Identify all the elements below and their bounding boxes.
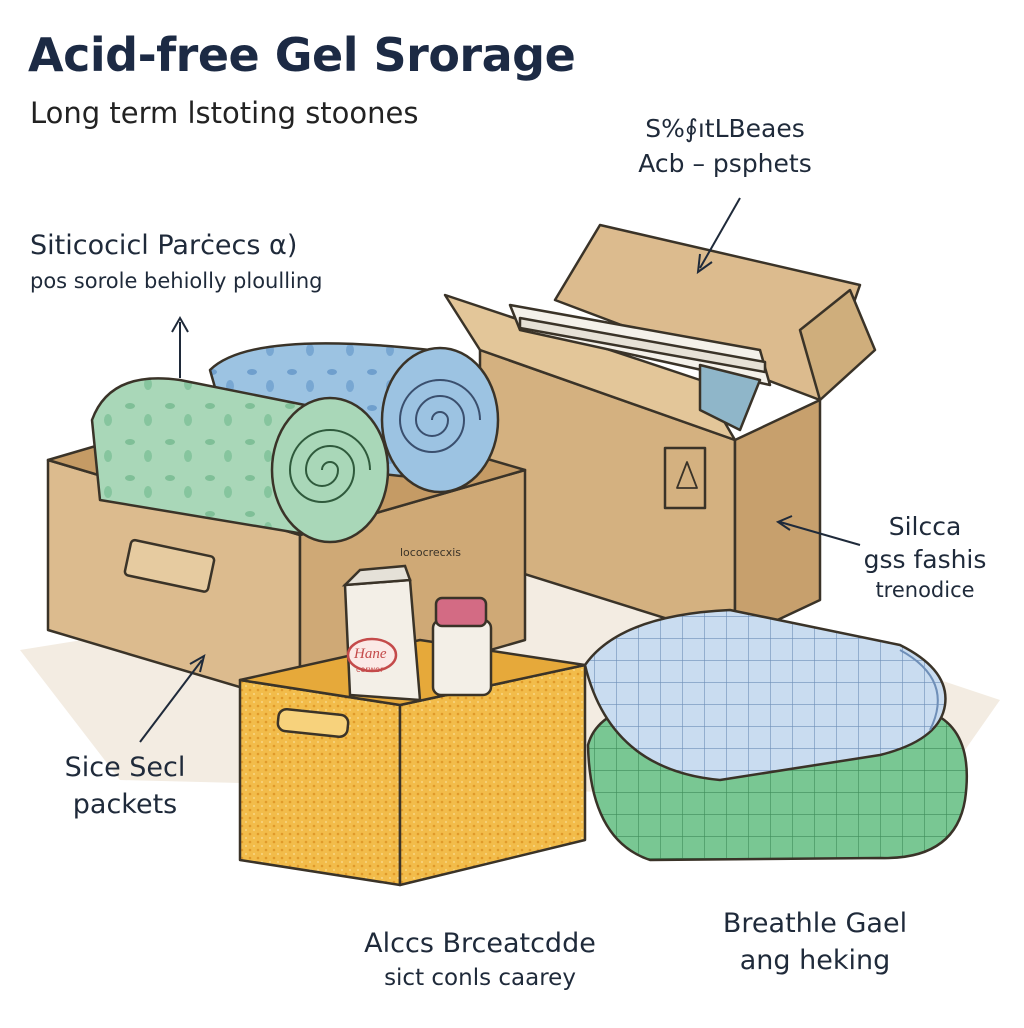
box-side-text: lococrecxis (400, 546, 461, 559)
callout-left-line2: pos sorole behiolly ploulling (30, 269, 323, 293)
canister-label: Hane (353, 646, 387, 662)
callout-left: Siticocicl Parċecs ⍺) pos sorole behioll… (30, 230, 323, 293)
callout-bottom-left: Sice Secl packets (50, 752, 200, 820)
callout-right-line1: Silcca (888, 512, 962, 541)
canister-sublabel: cerwer (356, 665, 384, 674)
callout-arrows (139, 197, 861, 743)
arrow-top-right (699, 197, 741, 269)
callout-bottom-left-line2: packets (72, 789, 178, 820)
folded-blankets (583, 608, 969, 862)
callout-bottom-center-line2: sict conls caarey (384, 965, 576, 991)
callout-bottom-right-line1: Breathle Gael (722, 908, 908, 939)
arrow-bottom-left (139, 659, 203, 743)
callout-bottom-center-line1: Alccs Brceatcdde (364, 928, 596, 959)
callout-right: Silcca gss fashis trenodice (850, 512, 1000, 602)
callout-left-line1: Siticocicl Parċecs ⍺) (30, 230, 298, 261)
callout-right-line2: gss fashis (863, 545, 987, 574)
callout-bottom-left-line1: Sice Secl (64, 752, 186, 783)
silica-canister (341, 564, 422, 702)
arrow-right (779, 521, 861, 546)
callout-top-right-line2: Acb – psphets (638, 149, 812, 178)
callout-bottom-right-line2: ang heking (739, 945, 891, 976)
callout-top-right: S%∮ıtLBeaes Acb – psphets (620, 114, 830, 178)
small-jar (431, 596, 493, 697)
callout-bottom-center: Alccs Brceatcdde sict conls caarey (330, 928, 630, 991)
callout-bottom-right: Breathle Gael ang heking (700, 908, 930, 976)
page-subtitle: Long term lstoting stoones (30, 96, 419, 130)
callout-top-right-line1: S%∮ıtLBeaes (645, 114, 805, 143)
green-roll (90, 377, 390, 544)
page-title: Acid-free Gel Srorage (28, 28, 576, 82)
open-cardboard-box (443, 223, 877, 642)
callout-right-line3: trenodice (875, 578, 975, 602)
